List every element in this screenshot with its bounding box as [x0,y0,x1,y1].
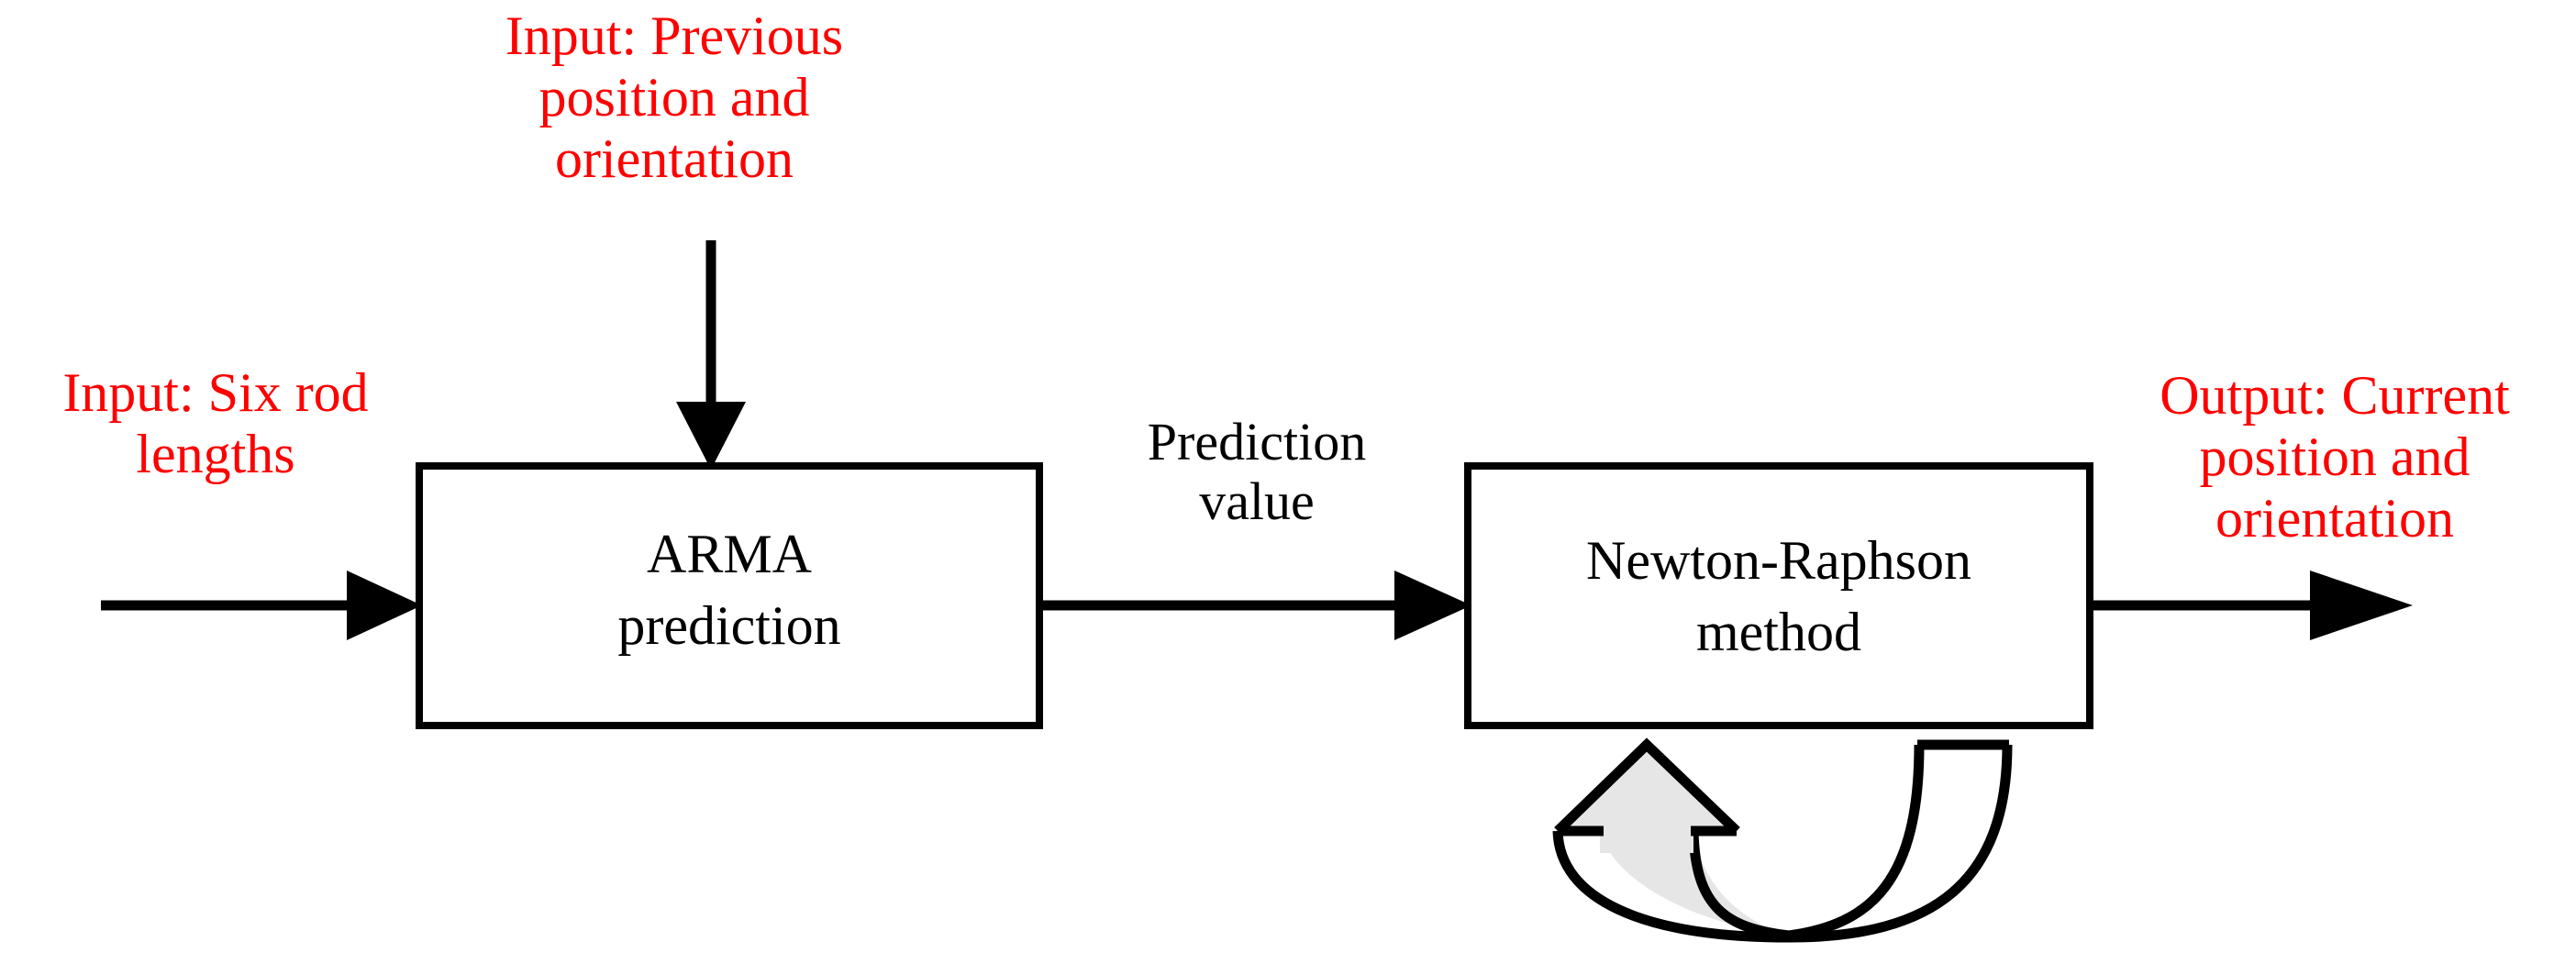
arrow-input-previous [676,240,746,470]
arrow-prediction-value [1039,571,1471,640]
arrow-input-rods [101,571,422,640]
block-newton-raphson [1464,462,2093,729]
annotation-input-previous: Input: Previous position and orientation [505,6,844,190]
annotation-output-current: Output: Current position and orientation [2160,365,2510,549]
arrow-feedback-loop [1552,737,2013,943]
block-arma-prediction [416,462,1043,729]
arrow-output-current [2090,571,2413,640]
block-label-newton-raphson: Newton-Raphson method [1586,530,1971,662]
annotation-prediction-value: Prediction value [1147,412,1367,531]
block-label-arma-prediction: ARMA prediction [617,524,841,656]
annotation-input-rod-lengths: Input: Six rod lengths [62,362,369,485]
